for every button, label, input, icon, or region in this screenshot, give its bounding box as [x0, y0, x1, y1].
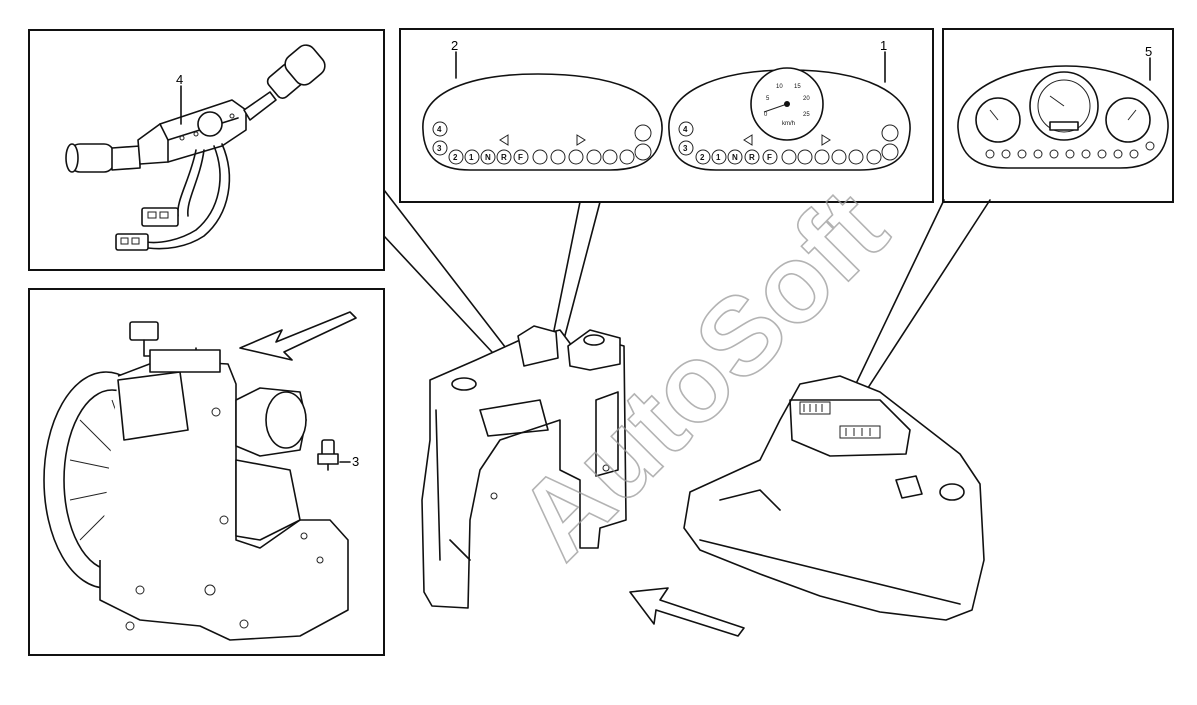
indicator-n-p1: N [732, 153, 738, 162]
indicator-f-p2: F [518, 153, 523, 162]
direction-arrow-transmission [239, 311, 357, 361]
callout-1: 1 [880, 38, 887, 53]
indicator-3-p1: 3 [683, 144, 688, 153]
cab-front-structure [421, 325, 627, 609]
indicator-f-p1: F [767, 153, 772, 162]
dashboard-panel-1: 0 5 10 15 20 25 km/h 4 3 2 1 [668, 67, 911, 171]
box-instrument-cluster: 5 [942, 28, 1174, 203]
dashboard-console [683, 375, 985, 621]
box-lever-switch: 4 [28, 29, 385, 271]
direction-arrow-cab [629, 587, 745, 637]
transmission-drawing [43, 321, 349, 641]
callout-5: 5 [1145, 44, 1152, 59]
indicator-n-p2: N [485, 153, 491, 162]
indicator-r-p1: R [749, 153, 755, 162]
indicator-4-p2: 4 [437, 125, 442, 134]
indicator-r-p2: R [501, 153, 507, 162]
instrument-cluster-drawing [957, 65, 1169, 169]
callout-3: 3 [352, 454, 359, 469]
callout-2: 2 [451, 38, 458, 53]
speedometer-tick-25: 25 [803, 112, 810, 118]
speedometer-tick-5: 5 [766, 96, 770, 102]
speedometer-tick-0: 0 [764, 112, 768, 118]
indicator-1-p2: 1 [469, 153, 474, 162]
indicator-1-p1: 1 [716, 153, 721, 162]
box-dashboards: 4 3 2 1 N R F 2 [399, 28, 934, 203]
indicator-4-p1: 4 [683, 125, 688, 134]
lever-switch-drawing [65, 44, 326, 251]
dashboard-panel-2: 4 3 2 1 N R F [422, 73, 663, 171]
speedometer-tick-20: 20 [803, 96, 810, 102]
box-transmission: 3 [28, 288, 385, 656]
speedometer-tick-15: 15 [794, 84, 801, 90]
speedometer-unit: km/h [782, 121, 795, 127]
indicator-2-p1: 2 [700, 153, 705, 162]
indicator-3-p2: 3 [437, 144, 442, 153]
callout-4: 4 [176, 72, 183, 87]
speedometer-tick-10: 10 [776, 84, 783, 90]
indicator-2-p2: 2 [453, 153, 458, 162]
